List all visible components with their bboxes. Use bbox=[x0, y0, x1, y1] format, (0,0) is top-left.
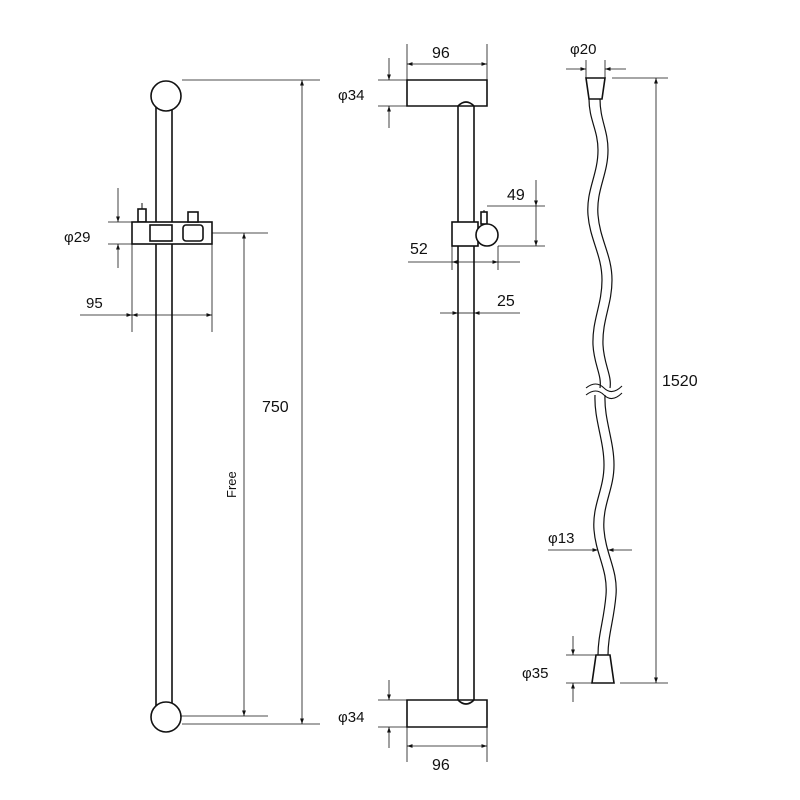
hose-top-nut bbox=[585, 77, 606, 100]
bottom-end-cap bbox=[150, 701, 182, 733]
top-end-cap bbox=[150, 80, 182, 112]
bottom-bracket-diameter-label: φ34 bbox=[338, 709, 364, 726]
hose-diameter-label: φ13 bbox=[548, 530, 574, 547]
hose-bottom-nut bbox=[591, 654, 615, 684]
top-bracket-width-label: 96 bbox=[432, 45, 450, 62]
rail-bar bbox=[155, 97, 173, 709]
hose-length-label: 1520 bbox=[662, 373, 698, 390]
slider-depth-label: 52 bbox=[410, 241, 428, 258]
side-view: 96 φ34 49 52 25 φ34 96 bbox=[338, 44, 545, 774]
bottom-wall-bracket bbox=[406, 699, 488, 728]
bottom-nut-diameter-label: φ35 bbox=[522, 665, 548, 682]
front-view: φ29 95 Free 750 bbox=[64, 79, 320, 733]
top-nut-diameter-label: φ20 bbox=[570, 41, 596, 58]
slider-clamp bbox=[131, 203, 213, 245]
hose-break-mark bbox=[585, 383, 623, 392]
hose-view: φ20 1520 φ13 φ35 bbox=[522, 41, 698, 702]
hose-body-right bbox=[597, 98, 613, 389]
bottom-bracket-width-label: 96 bbox=[432, 757, 450, 774]
slider-knob bbox=[475, 223, 499, 247]
total-length-label: 750 bbox=[262, 399, 289, 416]
knob-offset-label: 49 bbox=[507, 187, 525, 204]
top-bracket-diameter-label: φ34 bbox=[338, 87, 364, 104]
side-slider bbox=[451, 210, 499, 247]
side-rail-bar bbox=[457, 105, 475, 701]
free-range-label: Free bbox=[224, 471, 239, 498]
top-wall-bracket bbox=[406, 79, 488, 107]
bar-diameter-label: 25 bbox=[497, 293, 515, 310]
clamp-diameter-label: φ29 bbox=[64, 229, 90, 246]
clamp-width-label: 95 bbox=[86, 295, 103, 312]
hose-body-left bbox=[587, 98, 603, 389]
